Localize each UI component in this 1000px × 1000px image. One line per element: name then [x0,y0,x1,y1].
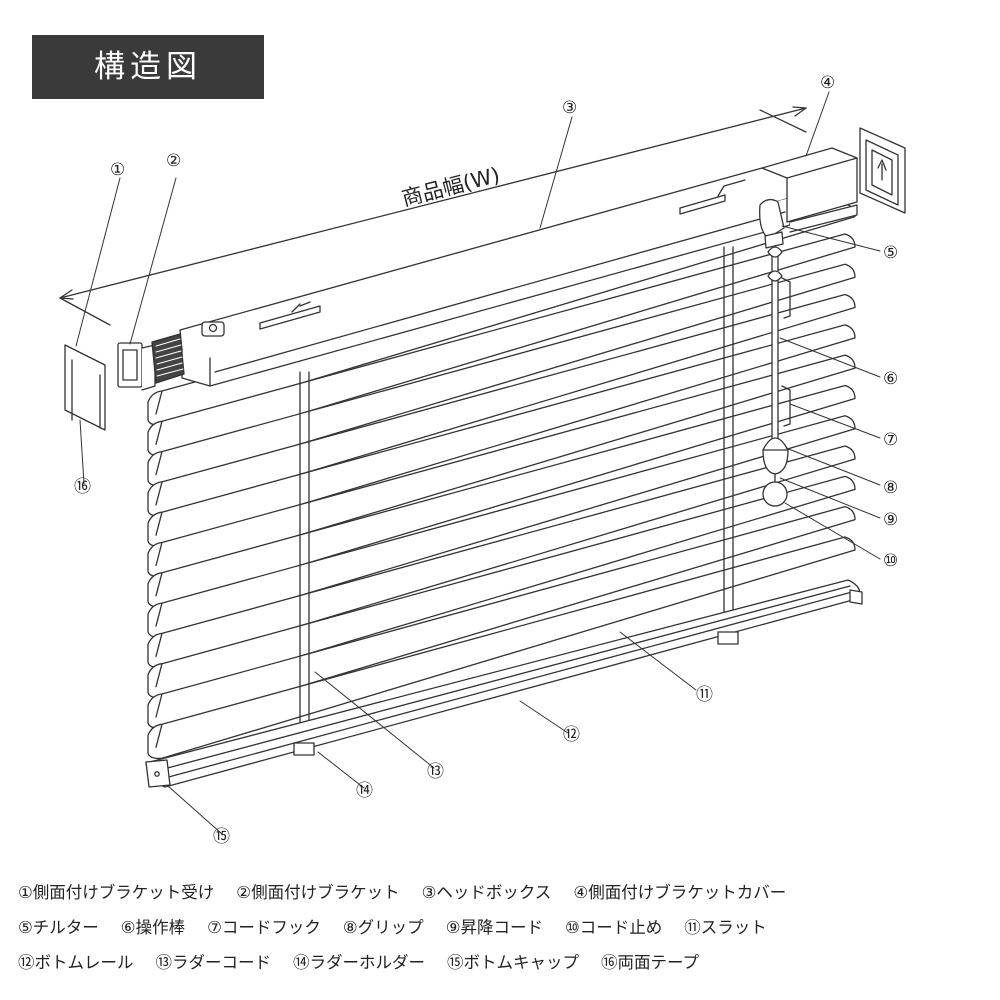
legend-line-1: ①側面付けブラケット受け ②側面付けブラケット ③ヘッドボックス ④側面付けブラケット… [18,875,993,910]
grip [762,437,789,475]
width-dimension-line [59,107,807,299]
leader-lines [75,91,881,835]
callout-15: ⑮ [213,827,230,847]
legend-item-5: ⑤チルター [18,918,99,937]
callout-16: ⑯ [74,477,91,497]
callout-1: ① [110,160,125,180]
page-title: 構造図 [94,49,202,85]
callout-9: ⑨ [883,510,898,530]
slat-edge [155,420,163,445]
ladder-holder-left [293,742,315,756]
slat [147,324,856,547]
legend-item-3: ③ヘッドボックス [421,883,552,902]
slat-edge [155,390,163,415]
cord-hook-upper [781,277,791,319]
callout-5: ⑤ [883,243,898,263]
slat [147,354,856,578]
dimension-arrow-left [59,289,74,300]
callout-14: ⑭ [356,781,373,801]
slat [147,415,856,638]
legend-line-2: ⑤チルター ⑥操作棒 ⑦コードフック ⑧グリップ ⑨昇降コード ⑩コード止め ⑪スラット [18,910,993,945]
width-dimension-right-extension [759,109,807,133]
callout-8: ⑧ [883,478,898,498]
right-bracket-receiver [859,127,906,214]
slat [147,233,856,457]
slat-edge [155,723,163,748]
legend-item-1: ①側面付けブラケット受け [18,883,215,902]
slat-edge [155,602,163,627]
dimension-arrow-right [792,106,807,117]
legend-item-6: ⑥操作棒 [120,918,186,937]
callout-2: ② [166,151,181,171]
legend-item-11: ⑪スラット [684,918,767,937]
slat-edge [155,663,163,688]
tilter [759,198,785,249]
up-arrow-icon [877,159,887,181]
left-bracket-receiver [64,344,106,431]
title-banner: 構造図 [32,35,264,99]
slat-edge [155,693,163,718]
slat-edge [155,541,163,567]
callout-12: ⑫ [563,725,580,745]
blind-structure-diagram: 商品幅(W) ① ② ③ ④ ⑤ ⑥ ⑦ ⑧ ⑨ ⑩ ⑪ ⑫ ⑬ ⑭ ⑮ ⑯ [59,73,906,847]
slat [147,263,856,487]
legend-item-10: ⑩コード止め [564,918,663,937]
slat [147,384,856,608]
legend-item-8: ⑧グリップ [342,918,424,937]
callout-3: ③ [562,98,577,118]
slats-group [147,202,856,760]
legend-item-12: ⑫ボトムレール [18,953,134,972]
legend-item-9: ⑨昇降コード [445,918,543,937]
ladder-holder-right [717,631,739,645]
slat-edge [155,572,163,597]
legend-item-16: ⑯両面テープ [601,953,700,972]
legend-item-2: ②側面付けブラケット [236,883,400,902]
callout-7: ⑦ [883,430,898,450]
legend-item-13: ⑬ラダーコード [155,953,272,972]
slat-edge [155,632,163,658]
legend-item-15: ⑮ボトムキャップ [447,953,579,972]
legend-item-14: ⑭ラダーホルダー [293,953,425,972]
callout-4: ④ [820,73,835,93]
slat [147,505,856,729]
slat [147,293,856,517]
legend-line-3: ⑫ボトムレール ⑬ラダーコード ⑭ラダーホルダー ⑮ボトムキャップ ⑯両面テープ [18,945,993,980]
legend-item-7: ⑦コードフック [207,918,321,937]
dimension-label: 商品幅(W) [399,163,502,211]
cord-hook-lower [781,385,791,427]
side-bracket-cover [761,147,858,233]
side-bracket [117,333,185,391]
slat [147,445,856,669]
callout-6: ⑥ [883,369,898,389]
slat-edge [155,511,163,536]
callout-11: ⑪ [696,685,713,705]
cord-stopper [762,481,788,507]
parts-legend: ①側面付けブラケット受け ②側面付けブラケット ③ヘッドボックス ④側面付けブラケット… [18,875,993,980]
legend-item-4: ④側面付けブラケットカバー [573,883,787,902]
callout-10: ⑩ [883,551,898,571]
callout-13: ⑬ [427,762,444,782]
slat-edge [155,450,163,476]
slat [147,475,856,699]
slat-edge [155,481,163,506]
bottom-cap [145,589,863,788]
